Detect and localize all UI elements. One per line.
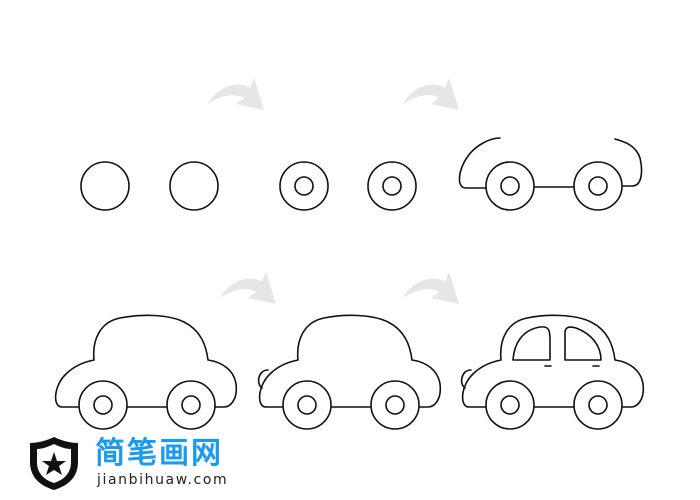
curved-arrow-right-icon (403, 78, 459, 110)
brand-url[interactable]: jianbihuaw.com (97, 472, 229, 488)
curved-arrow-right-icon (403, 272, 459, 304)
step-3-chassis (458, 137, 643, 211)
step-2-wheels-with-hubs (279, 161, 417, 211)
brand-name: 简笔画网 (95, 436, 223, 471)
curved-arrow-right-icon (208, 78, 264, 110)
step-1-wheels (80, 161, 219, 211)
curved-arrow-right-icon (220, 272, 276, 304)
shield-star-icon (30, 437, 78, 490)
step-6-finished-car (460, 314, 645, 430)
step-4-body (54, 314, 238, 430)
step-5-body-headlight (257, 314, 442, 430)
